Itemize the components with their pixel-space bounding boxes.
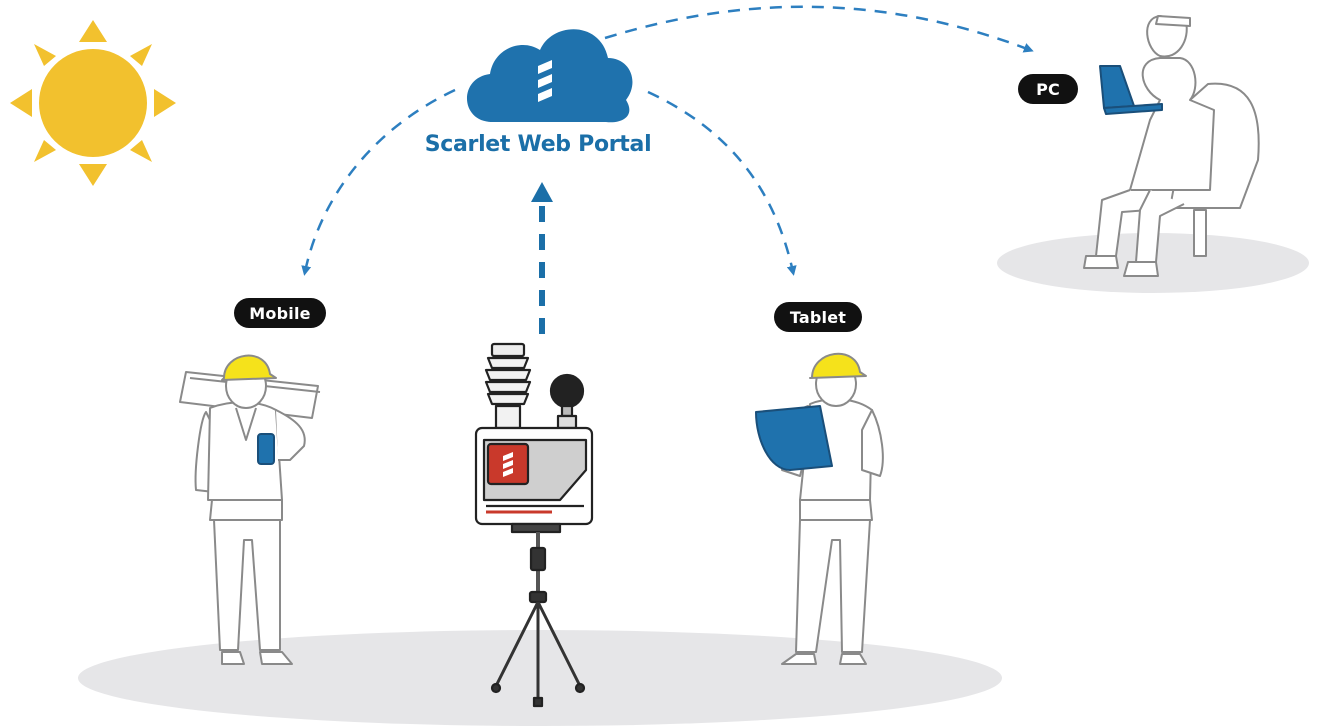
person-pc-icon <box>1083 15 1260 277</box>
sun-icon <box>10 20 176 186</box>
worker-tablet-icon <box>755 352 884 665</box>
arrow-to-tablet <box>647 90 797 276</box>
portal-label: Scarlet Web Portal <box>424 132 652 157</box>
arrow-to-pc <box>604 5 1034 53</box>
scarlet-logo-icon <box>538 60 552 102</box>
ground-shadow <box>78 630 1002 726</box>
arrow-to-mobile <box>301 88 456 276</box>
mobile-label: Mobile <box>234 298 326 328</box>
pc-label: PC <box>1018 74 1078 104</box>
cloud-icon <box>466 29 633 123</box>
weather-station-icon <box>474 342 594 708</box>
worker-mobile-icon <box>179 354 321 665</box>
arrow-station-to-cloud <box>531 182 553 334</box>
tablet-label: Tablet <box>774 302 862 332</box>
